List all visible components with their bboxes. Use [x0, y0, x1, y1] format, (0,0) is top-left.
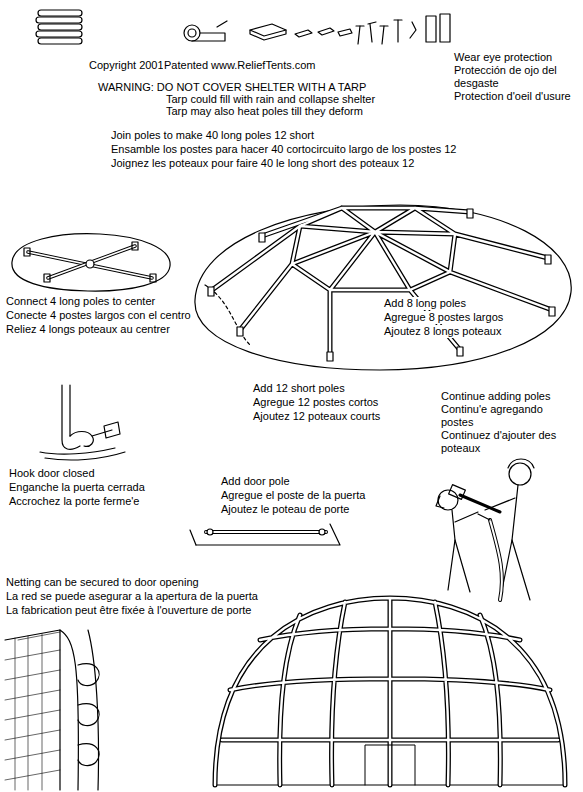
step-label: Continu'e agregando postes [440, 403, 567, 429]
step-label: Ajoutez 12 poteaux courts [252, 410, 381, 423]
step-label: Agregue el poste de la puerta [220, 489, 366, 502]
step-label: Add door pole [220, 475, 291, 488]
step-label: La red se puede asegurar a la apertura d… [5, 590, 259, 603]
step-label: Continue adding poles [440, 390, 551, 403]
workers [436, 459, 534, 600]
step-label: Continuez d'ajouter des poteaux [440, 429, 567, 455]
dome-door [365, 745, 415, 785]
step-label: La fabrication peut être fixée à l'ouver… [5, 604, 252, 617]
ground-stakes [208, 209, 555, 361]
instruction-text: Join poles to make 40 long poles 12 shor… [110, 129, 315, 142]
small-parts [295, 14, 450, 44]
safety-note: Wear eye protection [453, 51, 553, 64]
step-label: Add 8 long poles [383, 297, 467, 310]
step-label: Accrochez la porte ferme'e [8, 495, 141, 508]
website-note: www.ReliefTents.com [210, 59, 317, 72]
floor-pad [250, 24, 286, 40]
step-label: Agregue 12 postes cortos [252, 396, 379, 409]
step-label: Add 12 short poles [252, 382, 346, 395]
step-label: Conecte 4 postes largos con el centro [5, 309, 192, 322]
rolled-cover [184, 21, 227, 41]
step-label: Enganche la puerta cerrada [8, 481, 146, 494]
pole-bundle [36, 10, 82, 44]
copyright-note: Copyright 2001 [88, 59, 165, 72]
patent-note: Patented [163, 59, 209, 72]
finished-dome [215, 598, 565, 785]
door-pole [190, 524, 340, 545]
step-label: Agregue 8 postes largos [383, 311, 504, 324]
step-label: Ajoutez 8 longs poteaux [383, 325, 502, 338]
warning-note: Tarp may also heat poles till they defor… [165, 105, 364, 118]
step-label: Ajoutez le poteau de porte [220, 503, 350, 516]
center-hub-step [12, 234, 170, 291]
step-label: Hook door closed [8, 467, 96, 480]
instruction-text: Ensamble los postes para hacer 40 cortoc… [110, 143, 457, 156]
door-netting [5, 630, 99, 790]
safety-note: Protección de ojo del desgaste [453, 64, 579, 90]
instruction-text: Joignez les poteaux pour faire 40 le lon… [110, 157, 415, 170]
step-label: Reliez 4 longs poteaux au centrer [5, 323, 171, 336]
door-hook [40, 385, 125, 460]
step-label: Netting can be secured to door opening [5, 576, 200, 589]
step-label: Connect 4 long poles to center [5, 295, 156, 308]
safety-note: Protection d'oeil d'usure [453, 90, 579, 103]
dome-frame-step [195, 205, 571, 370]
